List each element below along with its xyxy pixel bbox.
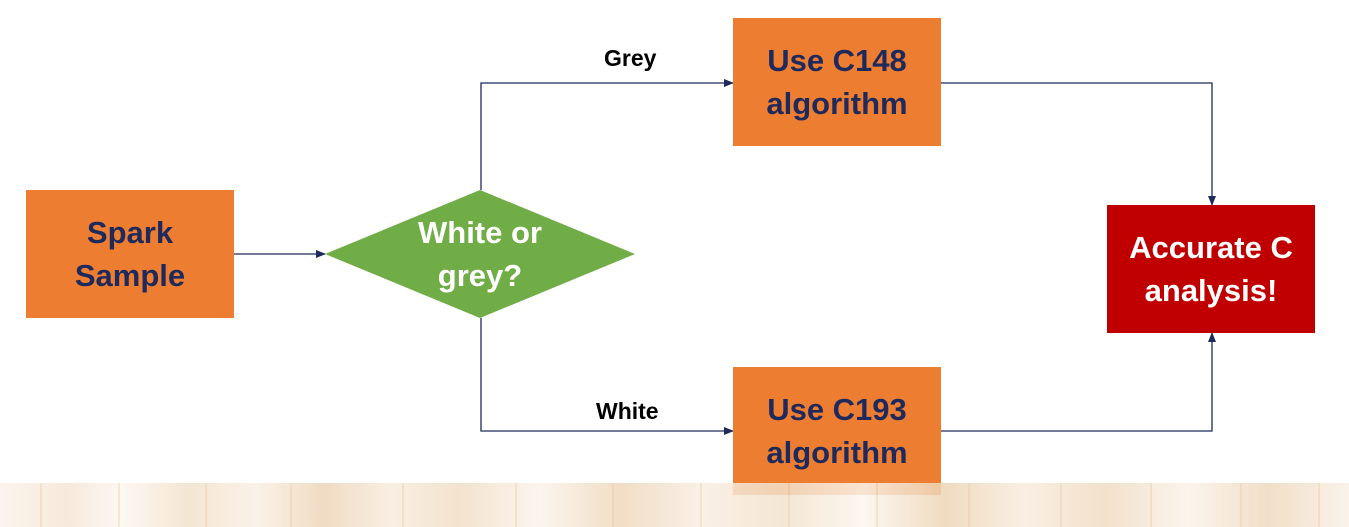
result-node: Accurate C analysis! — [1107, 205, 1315, 333]
arrow-c148-to-result — [941, 82, 1216, 206]
decision-diamond-shape — [325, 190, 635, 318]
c148-algorithm-label: Use C148 algorithm — [766, 43, 908, 121]
c193-algorithm-node: Use C193 algorithm — [733, 367, 941, 495]
arrow-decision-to-c193 — [480, 318, 734, 435]
c193-algorithm-label: Use C193 algorithm — [766, 392, 908, 470]
decision-label: White or grey? — [418, 215, 542, 293]
spark-sample-node: Spark Sample — [26, 190, 234, 318]
arrow-c193-to-result — [941, 332, 1216, 432]
decision-node: White or grey? — [325, 190, 635, 318]
arrow-decision-to-c148 — [480, 79, 734, 190]
decorative-footer-band — [0, 483, 1349, 527]
result-label: Accurate C analysis! — [1129, 230, 1293, 308]
edge-label-white: White — [596, 398, 659, 424]
edge-label-grey: Grey — [604, 45, 657, 71]
spark-sample-label: Spark Sample — [74, 215, 186, 293]
c148-algorithm-node: Use C148 algorithm — [733, 18, 941, 146]
